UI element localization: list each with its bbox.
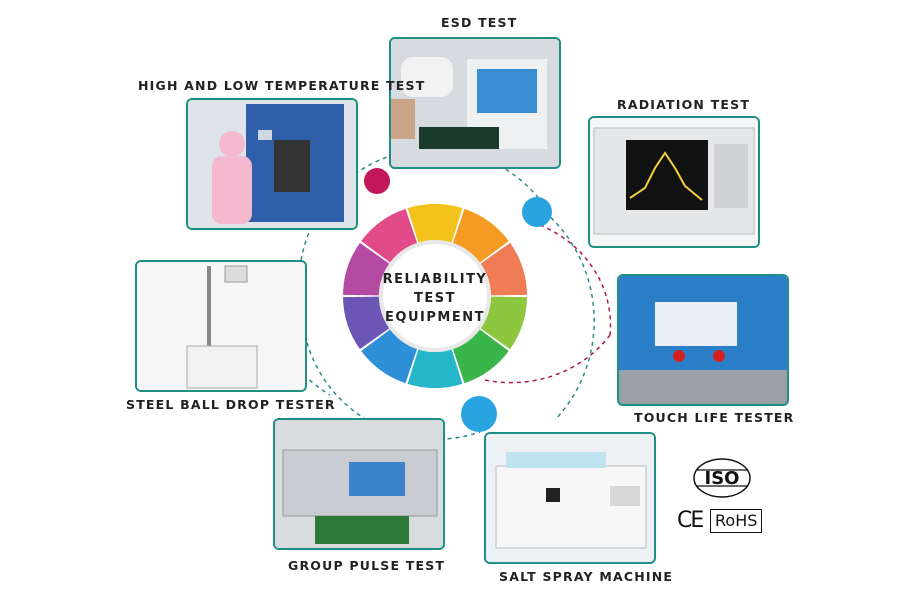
label-high-low-temp: HIGH AND LOW TEMPERATURE TEST bbox=[138, 78, 426, 93]
salt-spray-photo bbox=[484, 432, 656, 564]
ring-segment bbox=[407, 349, 463, 388]
magenta-dot bbox=[364, 168, 390, 194]
touch-life-photo bbox=[617, 274, 789, 406]
rohs-mark: RoHS bbox=[710, 509, 763, 533]
label-esd: ESD TEST bbox=[441, 15, 518, 30]
ring-segment bbox=[343, 296, 390, 350]
temperature-chamber-image bbox=[188, 100, 356, 228]
ring-segment bbox=[361, 208, 418, 263]
ring-inner-border bbox=[379, 240, 491, 352]
label-salt-spray: SALT SPRAY MACHINE bbox=[499, 569, 674, 584]
dash-arc-right-lower bbox=[484, 334, 611, 384]
ring-segment bbox=[407, 204, 463, 243]
touch-life-tester-image bbox=[619, 276, 787, 404]
label-touch-life: TOUCH LIFE TESTER bbox=[634, 410, 795, 425]
dash-arc-right bbox=[539, 224, 612, 336]
blue-dot-bottom bbox=[461, 396, 497, 432]
center-title-line-1: RELIABILITY bbox=[382, 272, 488, 287]
ring-segment bbox=[452, 329, 509, 384]
ring-segment bbox=[343, 242, 390, 296]
center-title: RELIABILITY TEST EQUIPMENT bbox=[372, 270, 498, 327]
esd-photo bbox=[389, 37, 561, 169]
label-group-pulse: GROUP PULSE TEST bbox=[288, 558, 446, 573]
iso-logo: ISO bbox=[693, 458, 751, 498]
center-title-line-3: EQUIPMENT bbox=[385, 310, 485, 325]
spectrum-analyzer-image bbox=[590, 118, 758, 246]
label-radiation: RADIATION TEST bbox=[617, 97, 751, 112]
group-pulse-photo bbox=[273, 418, 445, 550]
salt-spray-machine-image bbox=[486, 434, 654, 562]
ring-center bbox=[385, 246, 485, 346]
ring-segment bbox=[480, 242, 527, 296]
esd-gun-image bbox=[391, 39, 559, 167]
steel-ball-photo bbox=[135, 260, 307, 392]
iso-text: ISO bbox=[705, 468, 740, 489]
center-title-line-2: TEST bbox=[414, 291, 456, 306]
high-low-temp-photo bbox=[186, 98, 358, 230]
blue-dot-top bbox=[522, 197, 552, 227]
group-pulse-tester-image bbox=[275, 420, 443, 548]
steel-ball-drop-image bbox=[137, 262, 305, 390]
radiation-photo bbox=[588, 116, 760, 248]
ce-mark: CE bbox=[677, 508, 704, 533]
ring-segment bbox=[452, 208, 509, 263]
color-ring bbox=[343, 204, 527, 388]
label-steel-ball: STEEL BALL DROP TESTER bbox=[126, 397, 336, 412]
dash-arc-right-outer bbox=[544, 211, 595, 421]
ring-segment bbox=[361, 329, 418, 384]
ring-segment bbox=[480, 296, 527, 350]
